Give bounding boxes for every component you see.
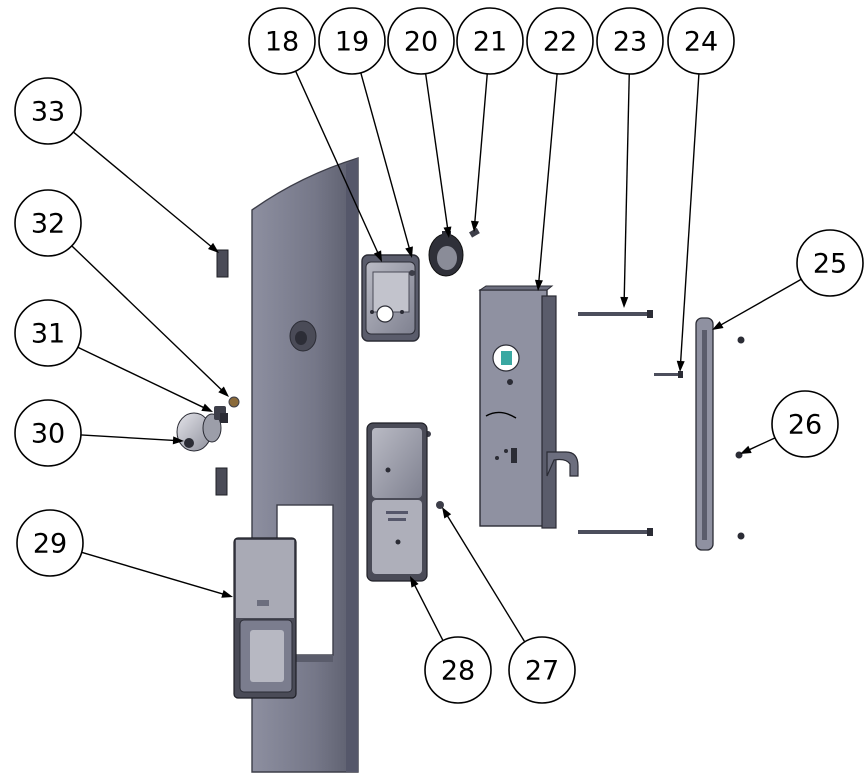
leader-line-23: [623, 73, 630, 299]
part-31-ring: [214, 406, 228, 423]
balloon-21: 21: [456, 7, 524, 75]
leader-arrowhead-23: [620, 296, 629, 308]
leader-arrowhead-25: [712, 321, 724, 330]
leader-line-31: [77, 346, 205, 409]
part-28-handle-housing: [366, 422, 428, 582]
leader-arrowhead-30: [172, 436, 184, 445]
balloon-20: 20: [387, 7, 455, 75]
balloon-label-18: 18: [265, 27, 299, 58]
balloon-label-27: 27: [525, 656, 559, 687]
balloon-circle-18: [248, 7, 316, 75]
balloon-circle-20: [387, 7, 455, 75]
balloon-23: 23: [596, 7, 664, 75]
balloon-25: 25: [796, 229, 864, 297]
part-23-long-screws: [578, 310, 653, 536]
leader-line-24: [679, 73, 700, 363]
balloon-31: 31: [14, 299, 82, 367]
balloon-label-19: 19: [335, 27, 369, 58]
part-30-cylinder: [176, 412, 222, 452]
balloon-32: 32: [14, 189, 82, 257]
balloon-label-29: 29: [33, 529, 67, 560]
balloon-circle-29: [16, 509, 84, 577]
balloon-circle-26: [771, 390, 839, 458]
leader-line-20: [424, 73, 449, 229]
leader-line-21: [474, 73, 488, 223]
leader-line-25: [720, 278, 802, 326]
leader-line-32: [71, 245, 223, 391]
leader-arrowhead-33: [207, 242, 219, 253]
balloon-circle-24: [667, 7, 735, 75]
balloon-26: 26: [771, 390, 839, 458]
part-29-pull-handle: [233, 537, 297, 699]
leader-line-33: [72, 131, 212, 248]
callout-balloons: 18 19 20 21 22 23 24 25 26 27 28 29 30 31 32 33: [14, 7, 864, 704]
balloon-label-30: 30: [31, 419, 65, 450]
balloon-27: 27: [508, 636, 576, 704]
leader-line-19: [360, 72, 411, 249]
leader-arrowhead-20: [443, 226, 452, 238]
balloon-circle-22: [526, 7, 594, 75]
balloon-label-23: 23: [613, 27, 647, 58]
part-33-clip-plates: [215, 249, 229, 496]
balloon-label-31: 31: [31, 319, 65, 350]
leader-arrowhead-18: [373, 250, 382, 262]
balloon-30: 30: [14, 399, 82, 467]
leader-line-30: [80, 434, 175, 442]
balloon-label-20: 20: [404, 27, 438, 58]
balloon-24: 24: [667, 7, 735, 75]
balloon-circle-25: [796, 229, 864, 297]
balloon-19: 19: [318, 7, 386, 75]
balloon-circle-30: [14, 399, 82, 467]
balloon-circle-28: [424, 636, 492, 704]
balloon-label-25: 25: [813, 249, 847, 280]
balloon-29: 29: [16, 509, 84, 577]
balloon-circle-32: [14, 189, 82, 257]
leader-arrowhead-29: [221, 590, 233, 598]
balloon-label-33: 33: [31, 97, 65, 128]
leader-arrowhead-31: [201, 403, 213, 412]
balloon-22: 22: [526, 7, 594, 75]
part-25-strike-plate: [695, 317, 745, 551]
leader-arrowhead-21: [470, 220, 479, 232]
leader-arrowhead-26: [740, 445, 752, 454]
part-24-short-screw: [654, 371, 683, 378]
leader-line-27: [446, 515, 526, 643]
balloon-33: 33: [14, 77, 82, 145]
part-18-trim-plate: [361, 254, 420, 342]
leader-arrowhead-28: [410, 576, 419, 588]
leader-line-26: [748, 437, 776, 451]
part-32-nut: [228, 396, 240, 408]
balloon-label-26: 26: [788, 410, 822, 441]
leader-arrowhead-19: [405, 246, 413, 258]
leader-arrowhead-27: [442, 507, 452, 519]
part-20-cam: [428, 231, 464, 277]
leader-line-18: [294, 70, 379, 254]
balloon-circle-27: [508, 636, 576, 704]
balloon-label-22: 22: [543, 27, 577, 58]
part-21-screw: [469, 227, 480, 238]
balloon-28: 28: [424, 636, 492, 704]
balloon-label-21: 21: [473, 27, 507, 58]
balloon-circle-19: [318, 7, 386, 75]
balloon-circle-33: [14, 77, 82, 145]
balloon-label-32: 32: [31, 209, 65, 240]
leader-line-29: [81, 551, 224, 595]
balloon-label-28: 28: [441, 656, 475, 687]
part-22-lock-case: [478, 285, 579, 529]
balloon-18: 18: [248, 7, 316, 75]
part-19-pin: [409, 270, 415, 276]
leader-line-28: [413, 584, 444, 641]
leader-lines: [71, 70, 802, 643]
balloon-circle-21: [456, 7, 524, 75]
leader-arrowhead-22: [534, 279, 543, 291]
balloon-circle-23: [596, 7, 664, 75]
leader-line-22: [538, 73, 558, 282]
part-26-strike-screws: [735, 451, 745, 540]
leader-arrowhead-32: [218, 386, 229, 397]
balloon-circle-31: [14, 299, 82, 367]
balloon-label-24: 24: [684, 27, 718, 58]
leader-arrowhead-24: [676, 360, 685, 372]
